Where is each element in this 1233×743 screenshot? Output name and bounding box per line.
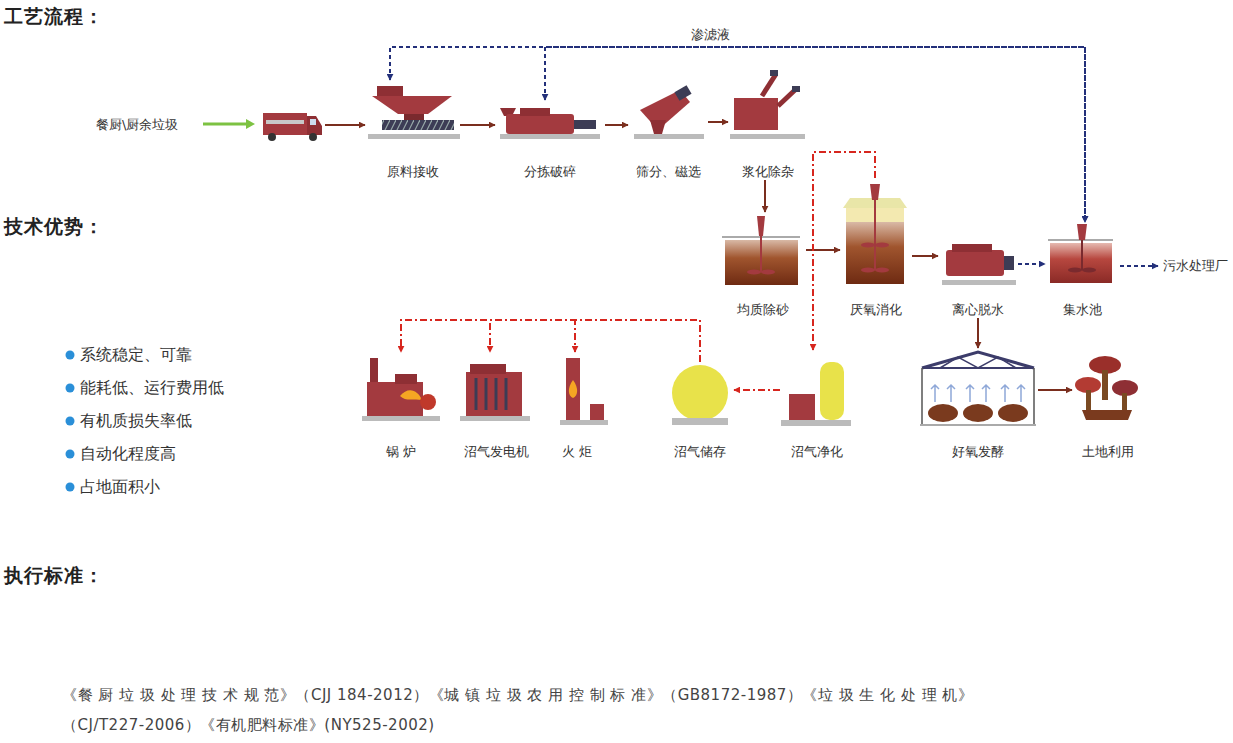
process-node: 火 炬 <box>556 352 598 460</box>
node-label: 锅 炉 <box>386 444 416 460</box>
process-node: 沼气储存 <box>666 362 734 460</box>
node-label: 餐厨\厨余垃圾 <box>96 117 178 133</box>
flow-connector <box>325 124 365 126</box>
node-label: 厌氧消化 <box>850 302 902 318</box>
receiving-hopper <box>368 86 460 139</box>
node-label: 集水池 <box>1063 302 1102 318</box>
bullet-dots <box>66 351 75 492</box>
digester-tank <box>843 184 907 284</box>
flow-connector <box>390 47 1085 222</box>
process-node: 浆化除杂 <box>728 66 808 180</box>
node-label: 污水处理厂 <box>1163 258 1228 274</box>
process-node: 筛分、磁选 <box>628 82 708 180</box>
water-tank <box>1048 224 1113 283</box>
process-node: 锅 炉 <box>360 352 442 460</box>
flow-connector <box>1018 263 1045 265</box>
flow-connector <box>764 180 766 212</box>
node-label: 分拣破碎 <box>524 164 576 180</box>
flow-connector <box>605 124 628 126</box>
node-label: 火 炬 <box>562 444 592 460</box>
node-label: 沼气发电机 <box>464 444 529 460</box>
flow-connector <box>1038 389 1072 391</box>
flow-connector <box>1120 265 1158 267</box>
trees <box>1075 356 1138 420</box>
section-heading: 技术优势： <box>4 214 104 240</box>
section-heading: 工艺流程： <box>4 4 104 30</box>
advantage-item: 自动化程度高 <box>80 444 176 465</box>
advantage-item: 占地面积小 <box>80 477 160 498</box>
standard-text: 《餐 厨 垃 圾 处 理 技 术 规 范》（CJJ 184-2012）《城 镇 … <box>62 686 973 705</box>
process-node: 土地利用 <box>1072 348 1144 460</box>
process-node: 均质除砂 <box>720 212 806 318</box>
flow-connector <box>575 320 700 362</box>
flow-connector <box>708 121 728 123</box>
node-label: 沼气净化 <box>791 444 843 460</box>
truck-icon <box>203 113 322 141</box>
process-node: 沼气发电机 <box>458 352 534 460</box>
flow-connector <box>401 320 700 362</box>
crusher <box>500 108 600 139</box>
process-node: 餐厨\厨余垃圾 <box>90 105 325 145</box>
advantage-item: 有机质损失率低 <box>80 411 192 432</box>
node-label: 均质除砂 <box>737 302 789 318</box>
flow-connector <box>734 389 780 391</box>
advantage-item: 能耗低、运行费用低 <box>80 378 224 399</box>
flow-connector <box>912 255 938 257</box>
boiler <box>362 358 440 421</box>
flow-connector <box>490 320 700 362</box>
process-node: 沼气净化 <box>780 350 854 460</box>
process-node: 污水处理厂 <box>1158 257 1232 275</box>
node-label: 原料接收 <box>387 164 439 180</box>
node-label: 好氧发酵 <box>952 444 1004 460</box>
gas-generator <box>460 364 530 421</box>
compost-shed <box>920 352 1036 425</box>
pulper <box>730 70 805 139</box>
flow-connector <box>460 124 495 126</box>
advantage-item: 系统稳定、可靠 <box>80 345 192 366</box>
flow-connector <box>545 47 1085 222</box>
node-label: 筛分、磁选 <box>636 164 701 180</box>
centrifuge <box>942 244 1016 285</box>
process-node: 分拣破碎 <box>495 100 605 180</box>
flare <box>560 358 608 425</box>
flow-connector <box>813 152 875 350</box>
process-node: 好氧发酵 <box>918 348 1038 460</box>
node-label: 浆化除杂 <box>742 164 794 180</box>
edge-label: 渗滤液 <box>688 26 733 44</box>
flow-connector <box>977 318 979 348</box>
gas-holder <box>672 365 728 425</box>
flow-connector <box>806 249 840 251</box>
section-heading: 执行标准： <box>4 563 104 589</box>
screen-magnet <box>634 85 704 139</box>
node-label: 离心脱水 <box>952 302 1004 318</box>
node-label: 沼气储存 <box>674 444 726 460</box>
process-node: 离心脱水 <box>938 232 1018 318</box>
gas-purifier <box>781 362 851 426</box>
process-node: 集水池 <box>1045 222 1120 318</box>
standard-text: （CJ/T227-2006）《有机肥料标准》(NY525-2002) <box>62 716 435 735</box>
process-node: 厌氧消化 <box>840 178 912 318</box>
process-node: 原料接收 <box>365 80 460 180</box>
homogenizing-tank <box>722 216 800 285</box>
node-label: 土地利用 <box>1082 444 1134 460</box>
